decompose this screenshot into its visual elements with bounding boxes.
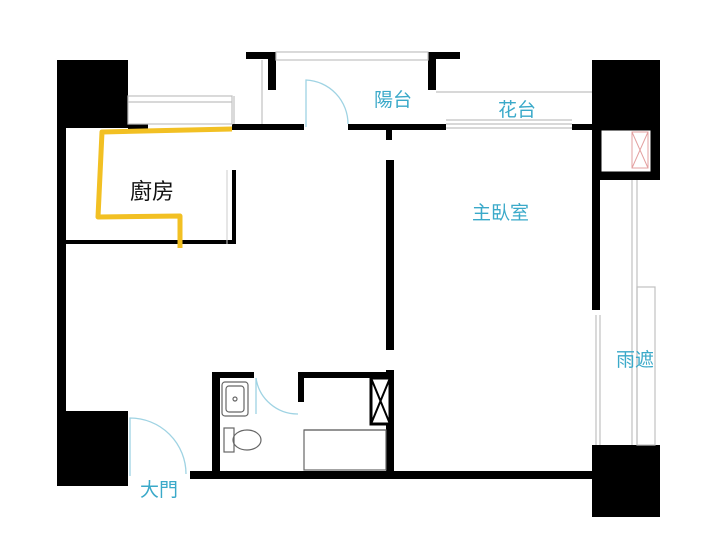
bathroom-fixtures — [221, 381, 387, 471]
column-bottom-left — [57, 411, 128, 486]
structural-columns — [57, 60, 660, 517]
kitchen-highlight — [95, 126, 233, 248]
room-label-master-bedroom: 主臥室 — [472, 202, 530, 224]
utility-shaft — [369, 376, 392, 426]
room-label-rain-shelter: 雨遮 — [616, 349, 655, 371]
room-label-balcony: 陽台 — [374, 89, 413, 111]
door-swings — [129, 79, 349, 476]
room-label-planter: 花台 — [498, 99, 537, 121]
shower-area — [303, 429, 387, 471]
room-label-kitchen: 廚房 — [130, 180, 175, 205]
toilet — [223, 427, 235, 453]
column-top-left — [57, 60, 128, 128]
room-label-main-door: 大門 — [140, 479, 179, 501]
sink — [221, 381, 249, 417]
column-top-right-recess — [598, 127, 654, 175]
recess-accents — [631, 131, 649, 169]
column-bottom-right — [592, 445, 660, 517]
walls — [57, 52, 600, 479]
windows — [127, 51, 656, 446]
